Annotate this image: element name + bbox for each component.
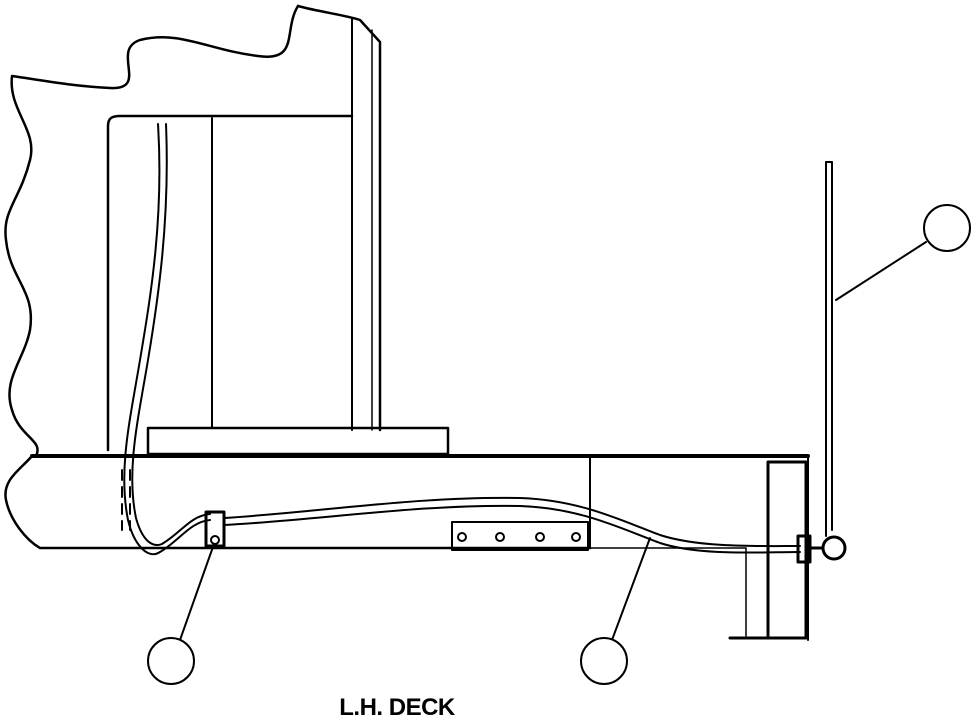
bracket-hole (571, 532, 581, 542)
break-line (4, 4, 300, 458)
cable-clamp (204, 510, 226, 548)
cable-deck-run (223, 496, 801, 548)
leader-line (179, 543, 215, 641)
deck-left-end (4, 454, 592, 550)
bracket-hole (457, 532, 467, 542)
leader-line (835, 241, 927, 301)
callout-bottom-left (147, 637, 195, 685)
tower-top-right (296, 4, 382, 432)
callout-bottom-middle (580, 637, 628, 685)
callout-top-right (923, 204, 971, 252)
tower-panel (106, 114, 354, 452)
end-channel (728, 460, 808, 640)
bracket-hole (495, 532, 505, 542)
lever-knob (821, 535, 847, 561)
diagram-caption: L.H. DECK (339, 694, 455, 721)
cable-deck-run-2 (223, 504, 801, 554)
bracket-hole (535, 532, 545, 542)
clamp-bolt (210, 535, 220, 545)
mounting-bracket (451, 521, 589, 551)
base-plate (146, 426, 450, 456)
leader-line (611, 537, 651, 641)
